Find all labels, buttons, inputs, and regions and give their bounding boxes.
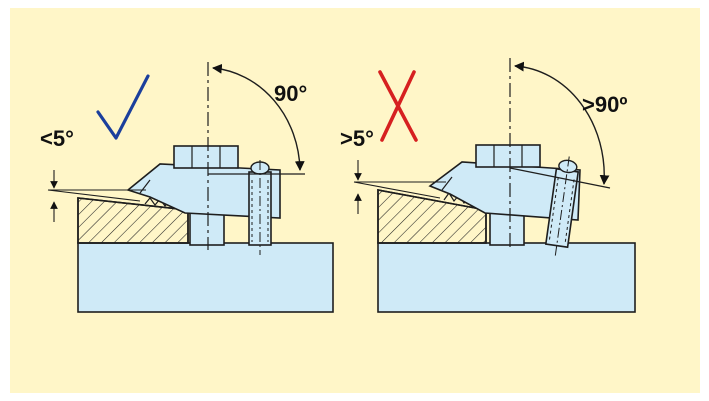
right-angle-label: >90º: [582, 92, 627, 117]
right-slope-label: >5°: [340, 126, 374, 151]
left-clamp: [126, 163, 281, 219]
check-mark-icon: [96, 74, 150, 140]
incorrect-setup: >5° >90º: [340, 58, 636, 313]
right-angle-arc: [514, 61, 610, 185]
left-base-block: [77, 242, 334, 313]
correct-setup: <5° 90°: [40, 62, 334, 313]
right-base-block: [377, 242, 636, 313]
cross-mark-icon: [378, 70, 418, 142]
left-angle-arc: [212, 63, 305, 171]
right-nut: [475, 144, 541, 168]
left-angle-label: 90°: [274, 81, 307, 106]
left-slope-label: <5°: [40, 126, 74, 151]
left-nut: [173, 145, 239, 169]
